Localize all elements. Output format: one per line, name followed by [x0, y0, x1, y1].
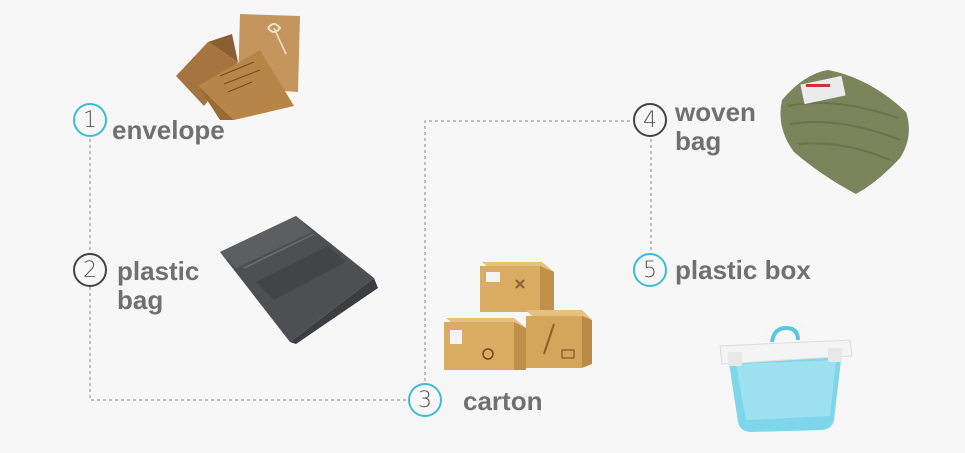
step-4-label-line-1: woven	[675, 97, 756, 127]
step-2-label-line-1: plastic	[117, 256, 200, 286]
step-5-label-line-1: plastic box	[675, 255, 811, 285]
step-2-label-line-2: bag	[117, 285, 164, 315]
plastic-storage-box-icon	[719, 315, 853, 432]
step-5-label: plastic box	[675, 256, 811, 285]
step-4-label-line-2: bag	[675, 126, 722, 156]
step-1-number-badge: 1	[73, 103, 107, 137]
step-3-label: carton	[463, 387, 542, 416]
step-1-label-line-1: envelope	[112, 115, 225, 145]
step-2-label: plastic bag	[117, 257, 199, 315]
step-3-number-badge: 3	[408, 383, 442, 417]
cardboard-cartons-icon	[444, 262, 592, 370]
step-2-number: 2	[83, 257, 97, 283]
step-2-number-badge: 2	[73, 253, 107, 287]
plastic-mailer-bag-icon	[220, 216, 378, 344]
step-4-label: woven bag	[675, 98, 756, 156]
woven-sack-icon	[780, 70, 909, 194]
step-3-number: 3	[418, 387, 432, 413]
step-1-number: 1	[83, 107, 97, 133]
step-5-number-badge: 5	[633, 253, 667, 287]
step-1-label: envelope	[112, 116, 225, 145]
step-4-number: 4	[643, 107, 657, 133]
step-3-label-line-1: carton	[463, 386, 543, 416]
step-5-number: 5	[643, 257, 657, 283]
step-4-number-badge: 4	[633, 103, 667, 137]
kraft-envelope-icon	[176, 14, 300, 120]
